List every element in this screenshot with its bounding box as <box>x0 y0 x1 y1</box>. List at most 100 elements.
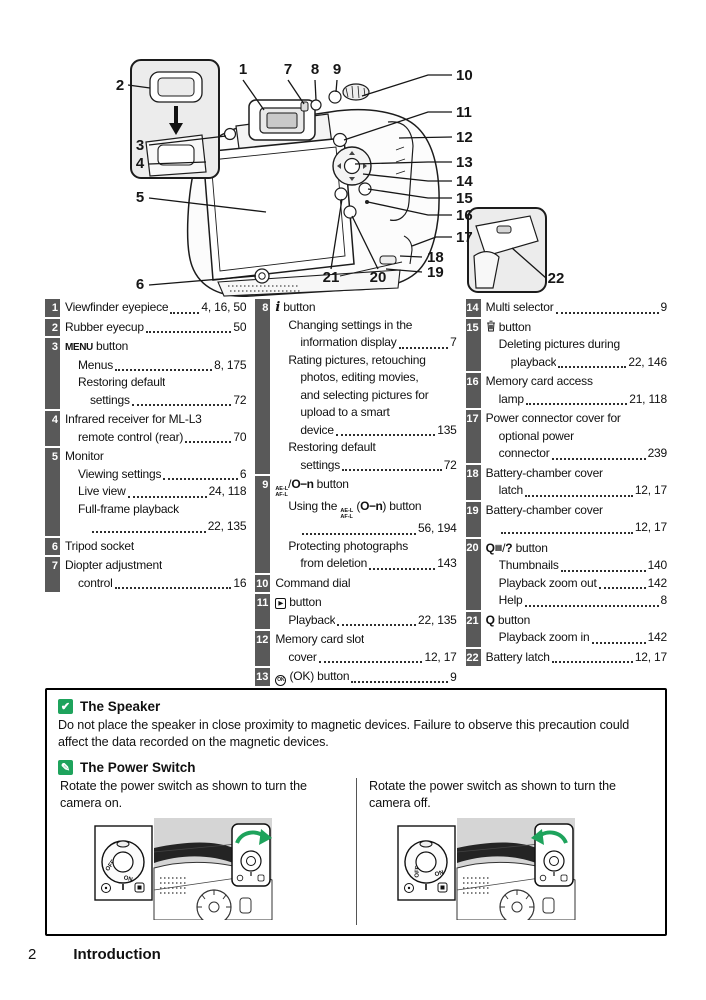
dot-leader <box>145 331 232 333</box>
power-on-illustration: OFF ON <box>94 818 356 925</box>
part-line-text: Changing settings in the <box>288 317 413 332</box>
page-ref: 72 <box>443 457 457 472</box>
part-line-text: Restoring default <box>288 440 376 454</box>
callout-12: 12 <box>456 129 473 146</box>
part-line-text: control <box>78 575 113 590</box>
page-ref: 140 <box>647 558 668 572</box>
dot-leader <box>342 469 442 471</box>
page-ref: 70 <box>233 429 247 444</box>
part-line-text: MENU button <box>65 339 129 353</box>
part-line: Rating pictures, retouching <box>275 352 456 370</box>
part-line: Memory card access <box>486 373 667 391</box>
part-line: Memory card slot <box>275 631 456 649</box>
part-line-text: Power connector cover for <box>485 411 621 425</box>
part-line-text: Command dial <box>275 575 351 590</box>
page-ref: 9 <box>450 669 457 684</box>
part-line: Full-frame playback <box>65 501 246 519</box>
part-line: 56, 194 <box>275 520 457 538</box>
callout-17: 17 <box>456 229 473 246</box>
power-off-column: Rotate the power switch as shown to turn… <box>356 778 654 925</box>
part-line: Viewing settings 6 <box>65 466 247 484</box>
part-line: Deleting pictures during <box>486 336 667 354</box>
page-ref: 56, 194 <box>418 521 457 535</box>
info-button-icon: i <box>275 300 281 315</box>
callout-14: 14 <box>456 173 473 190</box>
callout-2: 2 <box>116 77 124 94</box>
ok-button-icon: OK <box>275 675 287 687</box>
page-ref: 4, 16, 50 <box>201 300 247 314</box>
key-lock-icon: O−n <box>360 499 383 513</box>
part-number-badge: 5 <box>45 448 60 536</box>
part-line-text: Help <box>498 593 523 607</box>
page-ref: 9 <box>660 300 668 314</box>
part-number-badge: 20 <box>465 538 481 610</box>
page-ref: 12, 17 <box>634 649 667 664</box>
callout-4: 4 <box>136 155 145 172</box>
dot-leader <box>555 311 659 314</box>
svg-text:ON: ON <box>123 875 133 883</box>
dot-leader <box>525 494 633 497</box>
part-number-badge: 13 <box>255 668 271 687</box>
zoom-out-thumbnails-icon: Q▦ <box>485 540 503 555</box>
part-line: remote control (rear) 70 <box>65 429 247 447</box>
callout-6: 6 <box>136 276 144 293</box>
callout-19: 19 <box>427 264 444 281</box>
page-ref: 239 <box>647 446 668 460</box>
part-line: 12, 17 <box>486 519 667 537</box>
dot-leader <box>369 567 436 570</box>
part-number-badge: 6 <box>45 537 60 555</box>
part-line-text: Playback zoom out <box>498 575 597 590</box>
callout-5: 5 <box>136 189 144 206</box>
part-line-text: upload to a smart <box>300 405 390 419</box>
menu-icon: MENU <box>65 342 93 353</box>
part-line-text: remote control (rear) <box>78 429 184 444</box>
part-line-text: Viewing settings <box>78 466 162 481</box>
page-ref: 6 <box>239 466 247 481</box>
part-line-text: ▶ button <box>275 594 321 612</box>
part-number-badge: 3 <box>45 338 60 409</box>
part-number-badge: 18 <box>465 464 481 500</box>
page-ref: 21, 118 <box>629 391 667 406</box>
part-line-text: i button <box>275 300 316 315</box>
page-ref: 142 <box>647 630 668 644</box>
part-line: Battery-chamber cover <box>486 465 667 483</box>
part-number-badge: 16 <box>465 373 481 408</box>
power-switch-art-off: OFF ON <box>397 818 576 925</box>
part-line: Tripod socket <box>65 538 246 556</box>
part-line: upload to a smart <box>275 404 456 422</box>
dot-leader <box>335 434 436 436</box>
callout-15: 15 <box>456 190 473 207</box>
playback-icon: ▶ <box>275 598 287 609</box>
page-ref: 12, 17 <box>634 483 667 497</box>
part-line: Command dial <box>275 575 456 593</box>
dot-leader <box>398 346 449 349</box>
dot-leader <box>114 587 232 589</box>
power-on-caption: Rotate the power switch as shown to turn… <box>60 779 307 810</box>
